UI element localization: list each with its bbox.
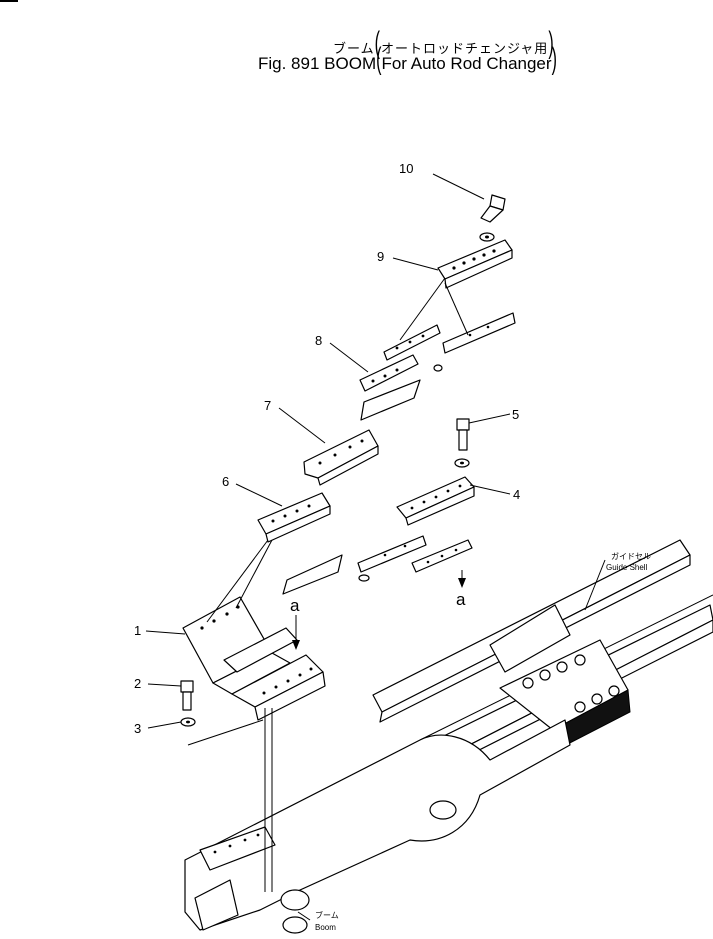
figure-number: Fig. 891 (258, 54, 320, 73)
annotations: ガイドセル Guide Shell ブーム Boom (315, 551, 651, 932)
part-8-plate (359, 354, 421, 421)
part-1-bracket (182, 596, 326, 721)
callout-6: 6 (222, 474, 229, 489)
callout-7: 7 (264, 398, 271, 413)
callout-4: 4 (513, 487, 520, 502)
title-en-main: BOOM (324, 54, 377, 73)
part-6-bracket (257, 492, 343, 595)
corner-mark (0, 0, 18, 2)
callout-3: 3 (134, 721, 141, 736)
callout-9: 9 (377, 249, 384, 264)
callout-2: 2 (134, 676, 141, 691)
title-english: Fig. 891 BOOM(For Auto Rod Changer) (258, 43, 557, 77)
part-9-liners (383, 312, 516, 372)
part-10-bolt (479, 194, 506, 242)
part-9-bracket (437, 239, 513, 289)
part-3-washer (180, 717, 196, 727)
title-en-paren: For Auto Rod Changer (381, 54, 552, 73)
title-jp-main: ブーム (333, 41, 375, 56)
part-5-bolt (454, 418, 470, 468)
guide-shell-jp: ガイドセル (611, 551, 651, 561)
title-jp-paren: オートロッドチェンジャ用 (380, 41, 549, 56)
boom-arm (184, 719, 571, 934)
ref-a-left: a (290, 596, 300, 615)
guide-shell-en: Guide Shell (606, 563, 648, 572)
callout-8: 8 (315, 333, 322, 348)
part-4-liners (357, 535, 473, 582)
boom-en: Boom (315, 923, 336, 932)
part-2-bolt (180, 680, 194, 711)
part-7-bracket (303, 429, 379, 486)
title-japanese: ブーム(オートロッドチェンジャ用) (333, 27, 555, 61)
callout-labels: 10 9 8 7 5 4 6 1 2 3 a a (134, 161, 520, 736)
callout-10: 10 (399, 161, 413, 176)
leader-lines (145, 173, 606, 921)
callout-5: 5 (512, 407, 519, 422)
boom-jp: ブーム (315, 910, 339, 920)
ref-a-right: a (456, 590, 466, 609)
part-4-bracket (396, 476, 475, 526)
callout-1: 1 (134, 623, 141, 638)
assembled-rod-changer (489, 604, 631, 749)
